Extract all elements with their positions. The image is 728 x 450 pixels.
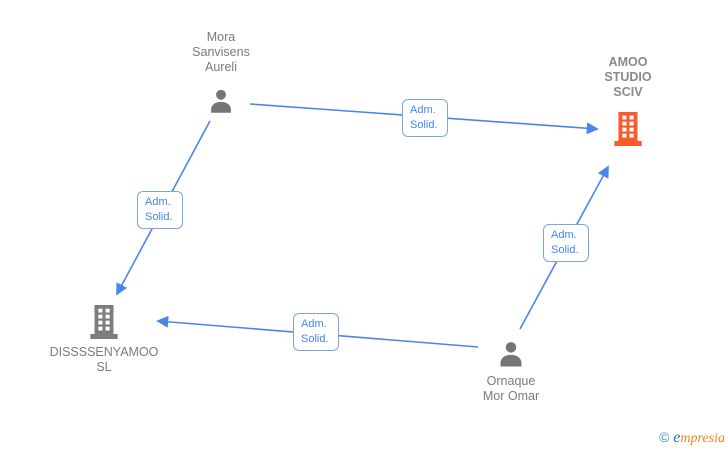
- building-icon: [614, 112, 642, 146]
- empresia-watermark[interactable]: © empresia: [659, 429, 725, 447]
- node-label: Mora Sanvisens Aureli: [192, 30, 250, 74]
- building-icon: [90, 305, 118, 339]
- node-label: Ornaque Mor Omar: [482, 374, 540, 403]
- node-mora-sanvisens-aureli[interactable]: Mora Sanvisens Aureli: [146, 30, 296, 118]
- brand-initial: e: [673, 429, 681, 446]
- copyright-icon: ©: [659, 429, 670, 445]
- edge-label-adm-solid: Adm. Solid.: [137, 191, 183, 229]
- person-icon: [211, 89, 231, 113]
- node-ornaque-mor-omar[interactable]: Ornaque Mor Omar: [441, 338, 581, 404]
- node-label: DISSSSENYAMOO SL: [49, 345, 159, 374]
- node-dissssenyamoo-sl[interactable]: DISSSSENYAMOO SL: [29, 302, 179, 375]
- person-icon: [500, 342, 522, 367]
- edge-label-adm-solid: Adm. Solid.: [543, 224, 589, 262]
- node-label: AMOO STUDIO SCIV: [604, 55, 652, 99]
- edge-label-adm-solid: Adm. Solid.: [293, 313, 339, 351]
- brand-rest: mpresia: [680, 431, 725, 446]
- edge-label-adm-solid: Adm. Solid.: [402, 99, 448, 137]
- node-amoo-studio-sciv[interactable]: AMOO STUDIO SCIV: [568, 55, 688, 149]
